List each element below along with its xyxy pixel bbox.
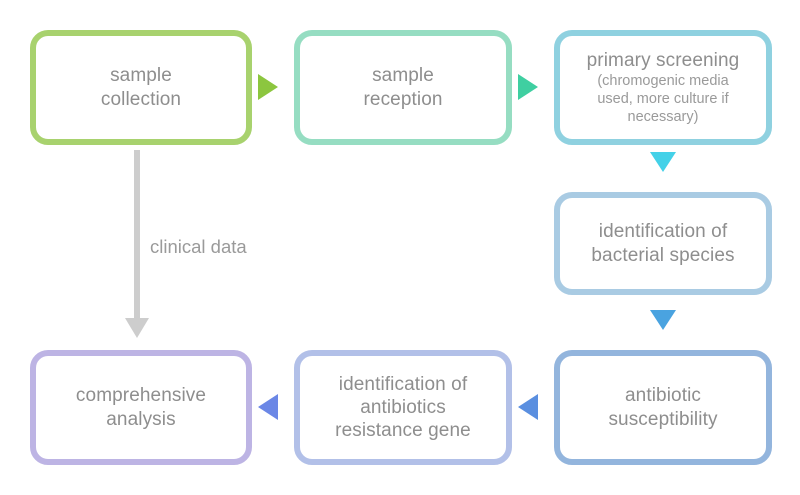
node-label-line1: sample (372, 65, 434, 87)
node-label-line2: bacterial species (591, 244, 735, 266)
node-label-line1: identification of (598, 221, 728, 243)
node-primary-screening[interactable]: primary screening (chromogenic media use… (554, 30, 772, 145)
node-label-line1: comprehensive (75, 385, 207, 407)
node-label-line2: antibiotics (360, 396, 446, 418)
arrow-down-icon-collection-to-analysis (125, 150, 149, 345)
node-comprehensive-analysis[interactable]: comprehensive analysis (30, 350, 252, 465)
node-label-line1: antibiotic (625, 385, 701, 407)
node-label-line2: reception (363, 88, 443, 110)
node-identification-bacterial-species[interactable]: identification of bacterial species (554, 192, 772, 295)
node-label-primary-screening: primary screening (586, 49, 740, 71)
arrow-left-icon-susceptibility-to-gene (518, 394, 538, 420)
node-label-line1: identification of (338, 373, 468, 395)
arrow-left-icon-gene-to-analysis (258, 394, 278, 420)
node-label-line1: sample (110, 65, 172, 87)
node-sublabel-line2: used, more culture if (597, 91, 729, 108)
node-sublabel-line1: (chromogenic media (597, 72, 729, 89)
edge-label-clinical-data: clinical data (150, 236, 247, 257)
node-antibiotic-susceptibility[interactable]: antibiotic susceptibility (554, 350, 772, 465)
node-sample-reception[interactable]: sample reception (294, 30, 512, 145)
arrow-shaft (134, 150, 140, 320)
node-label-line3: resistance gene (335, 420, 471, 442)
node-label-line2: collection (100, 88, 182, 110)
arrow-head (125, 318, 149, 338)
node-identification-antibiotics-resistance-gene[interactable]: identification of antibiotics resistance… (294, 350, 512, 465)
node-label-line2: analysis (106, 408, 176, 430)
node-label-line2: susceptibility (608, 408, 718, 430)
node-sample-collection[interactable]: sample collection (30, 30, 252, 145)
arrow-right-icon-collection-to-reception (258, 74, 278, 100)
arrow-down-icon-species-to-susceptibility (650, 310, 676, 330)
arrow-down-icon-screening-to-species (650, 152, 676, 172)
node-sublabel-line3: necessary) (627, 109, 699, 126)
arrow-right-icon-reception-to-screening (518, 74, 538, 100)
